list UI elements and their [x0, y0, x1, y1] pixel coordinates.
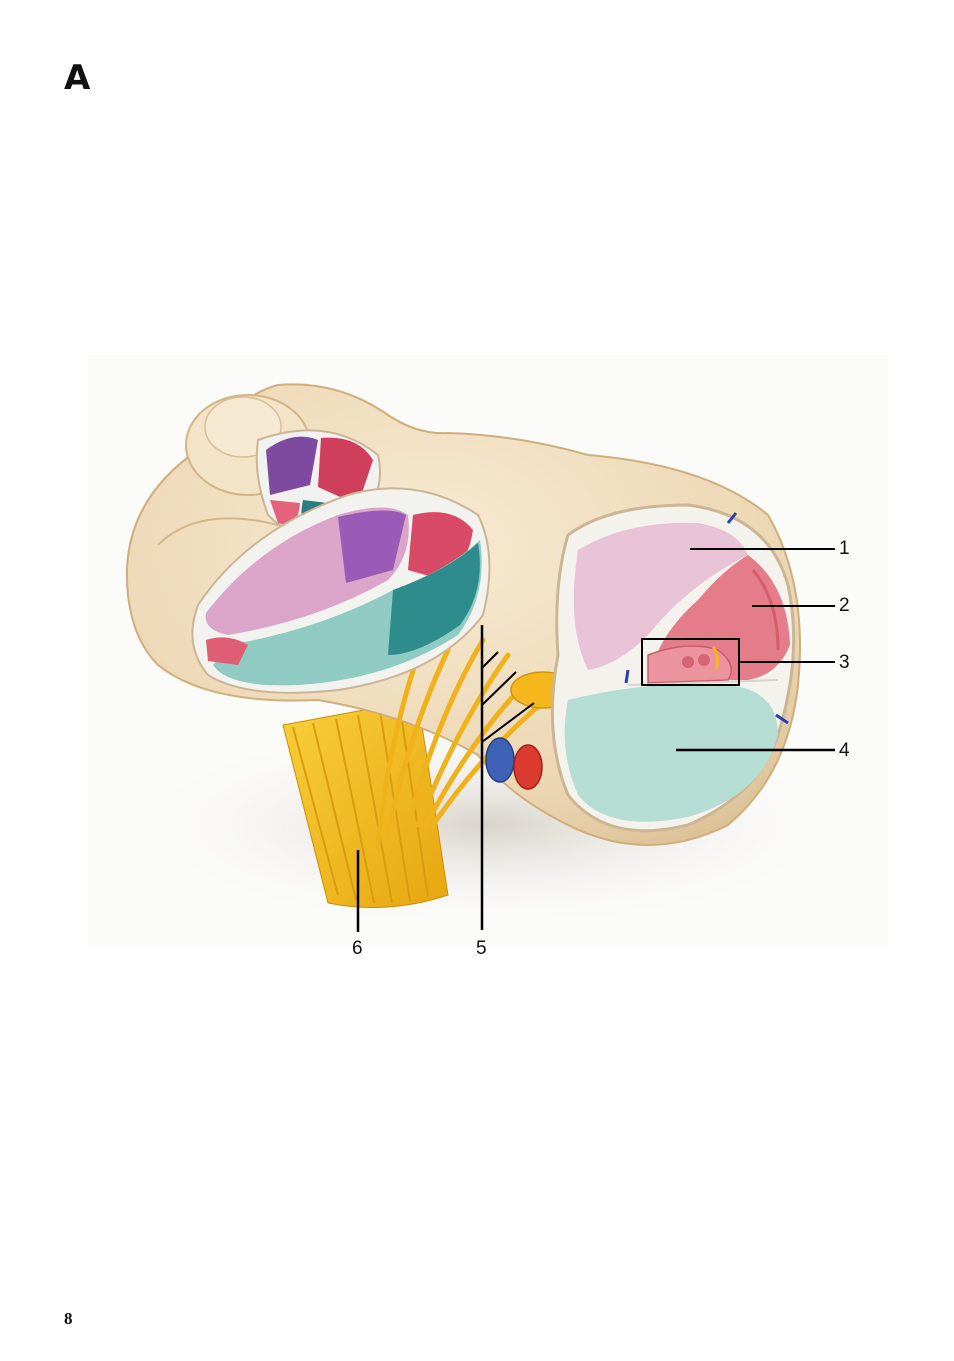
organ-of-corti: [648, 646, 731, 683]
page-number: 8: [64, 1309, 73, 1329]
callout-label-4: 4: [839, 741, 850, 760]
callout-label-2: 2: [839, 596, 850, 615]
callout-label-1: 1: [839, 539, 850, 558]
cochlea-model-illustration: [88, 355, 888, 945]
figure-letter: A: [64, 58, 90, 98]
callout-label-6: 6: [352, 939, 363, 958]
callout-label-5: 5: [476, 939, 487, 958]
callout-label-3: 3: [839, 653, 850, 672]
